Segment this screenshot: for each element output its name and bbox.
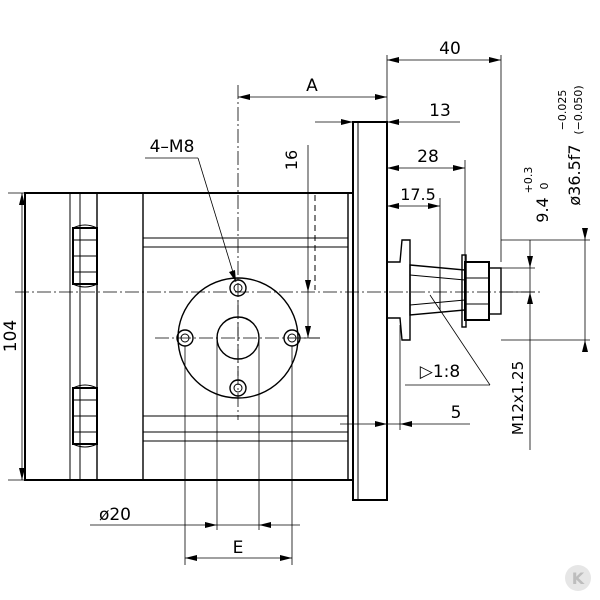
dim-36-5: ø36.5f7 −0.025 (−0.050) (501, 85, 590, 352)
dim-E: E (184, 346, 293, 565)
dim-taper: ▷1:8 (405, 294, 491, 386)
dim-5: 5 (340, 325, 470, 430)
label-4m8: 4–M8 (150, 137, 195, 157)
label-A: A (306, 76, 318, 96)
label-36-5: ø36.5f7 (565, 144, 584, 205)
label-13: 13 (429, 101, 451, 121)
dim-4m8: 4–M8 (145, 137, 237, 283)
tol-36-5-lower: (−0.050) (572, 85, 585, 134)
dim-thread: M12x1.25 (509, 320, 531, 450)
label-9-4: 9.4 (533, 197, 552, 222)
dim-20: ø20 (90, 340, 300, 530)
center-lines (15, 85, 540, 420)
dim-A: A (238, 76, 387, 100)
tapered-shaft (386, 239, 502, 341)
label-20: ø20 (99, 505, 131, 525)
tol-9-4-upper: +0.3 (522, 167, 535, 194)
mounting-flange (352, 121, 388, 501)
dim-104: 104 (1, 192, 25, 481)
dim-16: 16 (282, 145, 320, 339)
dim-40: 40 (386, 39, 502, 262)
dim-13: 13 (315, 101, 460, 125)
dim-28: 28 (387, 147, 466, 262)
bolt-head-bottom (72, 384, 98, 448)
dim-17-5: 17.5 (387, 185, 441, 270)
label-104: 104 (1, 320, 21, 352)
tol-36-5-upper: −0.025 (556, 90, 569, 131)
rear-cover (69, 193, 81, 480)
logo-text: K (572, 569, 585, 588)
label-E: E (233, 538, 244, 558)
label-5: 5 (451, 403, 462, 423)
kramp-logo-icon: K (565, 565, 591, 591)
dim-9-4: 9.4 +0.3 0 (501, 167, 552, 320)
bolt-head-top (72, 224, 98, 288)
label-17-5: 17.5 (400, 185, 436, 204)
label-thread: M12x1.25 (509, 361, 527, 435)
tol-9-4-lower: 0 (538, 183, 551, 190)
label-28: 28 (417, 147, 439, 167)
label-taper: ▷1:8 (420, 362, 460, 382)
label-16: 16 (282, 150, 301, 170)
label-40: 40 (439, 39, 461, 59)
